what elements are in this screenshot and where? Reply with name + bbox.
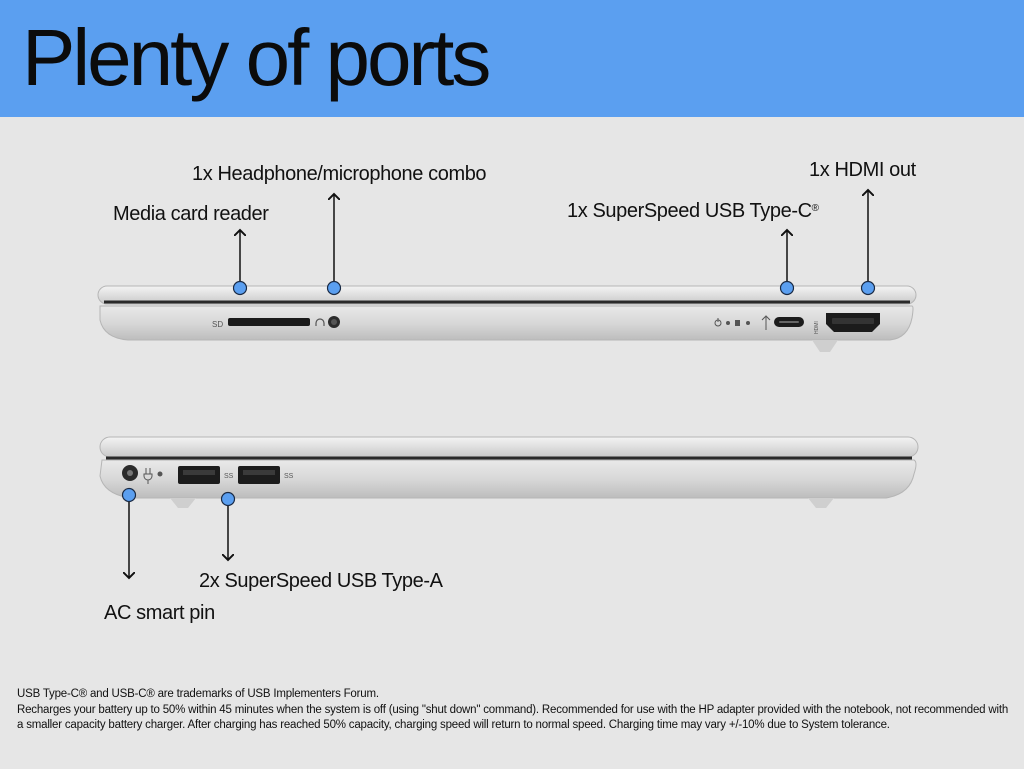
media-card-marker [232,280,248,296]
laptop-side-view-bottom: SS SS [99,436,919,508]
sd-card-slot [228,318,310,326]
headphone-marker [326,280,342,296]
callout-markers [121,280,876,507]
usb-c-callout-label: 1x SuperSpeed USB Type-C® [567,199,819,223]
ac-pin-marker [121,487,137,503]
headphone-icon [315,318,325,326]
usb-a-callout-label: 2x SuperSpeed USB Type-A [199,570,443,592]
callout-lines [129,190,868,578]
media-card-callout-label: Media card reader [113,203,269,225]
headphone-callout-label: 1x Headphone/microphone combo [192,163,487,185]
sd-label: SD [212,320,223,329]
usb-a-marker [220,491,236,507]
disclaimer-line-1: USB Type-C® and USB-C® are trademarks of… [17,688,379,700]
disclaimer-line-2: Recharges your battery up to 50% within … [17,703,1009,732]
registered-mark: ® [811,203,819,214]
hdmi-callout-label: 1x HDMI out [809,159,916,181]
usb-icon [761,315,771,330]
usb-c-callout-text: 1x SuperSpeed USB Type-C [567,200,812,222]
disclaimer-text: USB Type-C® and USB-C® are trademarks of… [17,687,1012,734]
plug-icon [143,468,153,484]
hdmi-marker [860,280,876,296]
usb-ss-label-1: SS [224,473,234,480]
usb-ss-label-2: SS [284,473,294,480]
ac-pin-callout-label: AC smart pin [104,602,215,624]
page-title: Plenty of ports [22,13,491,102]
hdmi-label: HDMI [814,321,820,334]
usb-c-marker [779,280,795,296]
power-icon [714,318,722,327]
laptop-side-view-top: SD HDMI [97,285,917,352]
header-banner: Plenty of ports [0,0,1024,117]
